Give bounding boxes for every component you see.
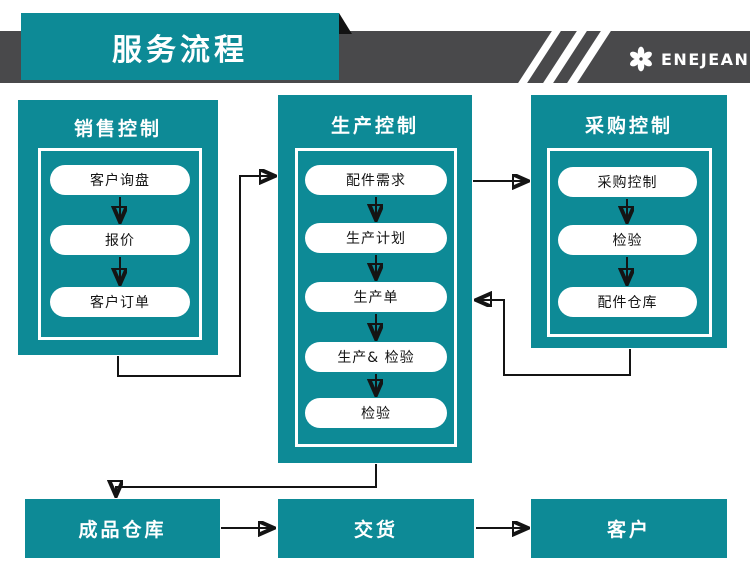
brand-logo: ENEJEAN [628,44,749,74]
panel-title-production: 生产控制 [330,115,419,137]
purchase-control-panel: 采购控制 采购控制 检验 配件仓库 [531,95,727,348]
customer-box: 客户 [531,499,727,558]
flow-step-purchase-control: 采购控制 [558,167,697,197]
flow-step-inspection: 检验 [305,398,447,428]
flow-step-purchase-inspection: 检验 [558,225,697,255]
title-box: 服务流程 [21,13,339,80]
flow-step-production-plan: 生产计划 [305,223,447,253]
finished-goods-warehouse-box: 成品仓库 [25,499,220,558]
brand-name: ENEJEAN [661,49,750,69]
flow-step-customer-order: 客户订单 [50,287,190,317]
flow-step-quotation: 报价 [50,225,190,255]
title-fold-decoration [339,13,352,34]
production-control-panel: 生产控制 配件需求 生产计划 生产单 生产& 检验 检验 [278,95,472,463]
flow-step-parts-demand: 配件需求 [305,165,447,195]
connector-production-to-warehouse [116,464,377,494]
flow-step-production-order: 生产单 [305,282,447,312]
flow-step-production-and-inspection: 生产& 检验 [305,342,447,372]
panel-title-sales: 销售控制 [73,118,162,140]
flow-step-parts-warehouse: 配件仓库 [558,287,697,317]
flower-pinwheel-icon [630,46,652,72]
panel-title-purchase: 采购控制 [584,115,673,137]
panel-frame [295,148,457,447]
page-title: 服务流程 [112,32,248,68]
flow-step-customer-inquiry: 客户询盘 [50,165,190,195]
delivery-box: 交货 [278,499,474,558]
sales-control-panel: 销售控制 客户询盘 报价 客户订单 [18,100,218,355]
